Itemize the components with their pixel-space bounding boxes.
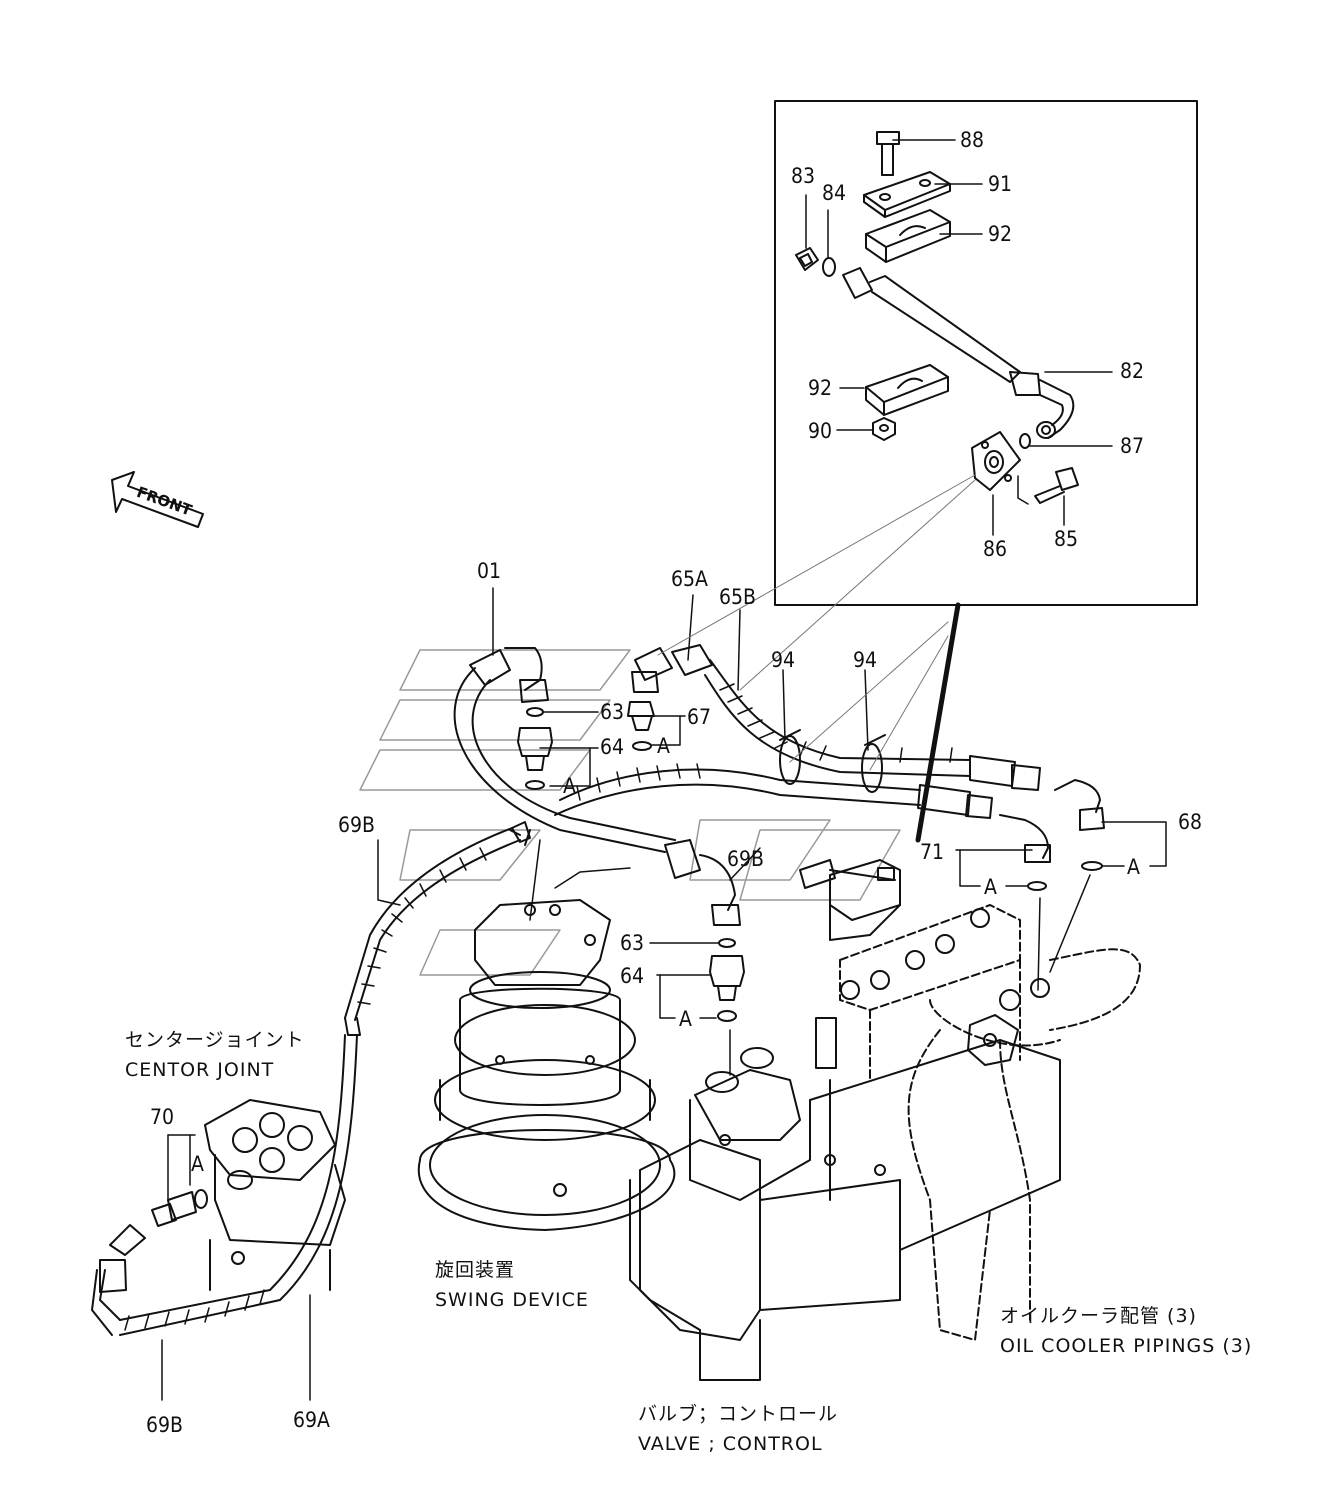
caption-control-valve: バルブ；コントロール VALVE ; CONTROL: [638, 1402, 838, 1456]
caption-center-joint-en: CENTOR JOINT: [125, 1059, 275, 1081]
watermark-outline: [359, 649, 901, 976]
clamp-92-icon: [865, 209, 951, 263]
caption-center-joint-jp: センタージョイント: [125, 1029, 305, 1051]
caption-oil-cooler: オイルクーラ配管 (3) OIL COOLER PIPINGS (3): [1000, 1304, 1252, 1358]
control-valve-icon: [629, 1017, 1061, 1381]
fitting-67-icon: [627, 701, 655, 751]
front-arrow-icon: FRONT: [111, 471, 204, 528]
caption-center-joint: センタージョイント CENTOR JOINT: [125, 1028, 305, 1082]
inset-leaders: [657, 474, 976, 771]
part-label-94-right: 94: [853, 648, 878, 672]
part-label-A-68: A: [1127, 855, 1140, 879]
part-label-91: 91: [988, 172, 1013, 196]
part-label-64-upper: 64: [600, 735, 625, 759]
oring-84-icon: [822, 257, 836, 277]
manifold-ports: [840, 908, 1050, 1066]
part-label-87: 87: [1120, 434, 1145, 458]
part-label-69b-mid: 69B: [727, 847, 764, 871]
part-label-63-upper: 63: [600, 700, 625, 724]
hose-01-icon: [453, 647, 741, 926]
flange-86-icon: [971, 431, 1021, 491]
bolt-88-icon: [876, 131, 900, 176]
nut-90-icon: [872, 417, 896, 441]
caption-swing-device: 旋回装置 SWING DEVICE: [435, 1258, 589, 1312]
part-label-65a: 65A: [671, 567, 708, 591]
part-label-69a: 69A: [293, 1408, 330, 1432]
hose-65a-65b-icon: [631, 644, 1041, 791]
caption-control-valve-jp: バルブ；コントロール: [638, 1403, 839, 1425]
part-label-01: 01: [477, 559, 502, 583]
caption-oil-cooler-en: OIL COOLER PIPINGS (3): [1000, 1335, 1253, 1357]
clamp-92-lower-icon: [865, 364, 949, 416]
oil-cooler-fitting-icon: [799, 859, 901, 941]
hose-69b-left-icon: [344, 821, 531, 1036]
inset-connector-line: [915, 602, 961, 843]
fitting-68-icon: [1054, 779, 1105, 871]
part-label-69b-top: 69B: [338, 813, 375, 837]
part-label-69b-bottom: 69B: [146, 1413, 183, 1437]
part-label-84: 84: [822, 181, 847, 205]
part-label-63-lower: 63: [620, 931, 645, 955]
swing-device-icon: [417, 899, 676, 1231]
part-label-90: 90: [808, 419, 833, 443]
caption-swing-device-en: SWING DEVICE: [435, 1289, 589, 1311]
part-label-A-64-lower: A: [679, 1007, 692, 1031]
part-label-92-lower: 92: [808, 376, 833, 400]
part-label-71: 71: [920, 840, 945, 864]
hose-corrugations: [124, 683, 953, 1331]
fitting-70-icon: [151, 1189, 208, 1227]
oring-87-icon: [1019, 433, 1031, 449]
center-joint-icon: [204, 1099, 346, 1291]
part-label-85: 85: [1054, 527, 1079, 551]
bolt-85-icon: [1034, 467, 1079, 504]
part-label-67: 67: [687, 705, 712, 729]
part-label-65b: 65B: [719, 585, 756, 609]
part-label-83: 83: [791, 164, 816, 188]
fitting-63-64-lower-icon: [709, 938, 745, 1022]
leader-lines: [161, 139, 1167, 1401]
detail-inset-box: [774, 100, 1198, 606]
clamp-94-icon: [779, 729, 886, 793]
part-label-64-lower: 64: [620, 964, 645, 988]
plug-83-icon: [795, 247, 819, 271]
part-label-82: 82: [1120, 359, 1145, 383]
part-label-A-67: A: [657, 734, 670, 758]
part-label-A-70: A: [191, 1152, 204, 1176]
caption-oil-cooler-jp: オイルクーラ配管 (3): [1000, 1305, 1197, 1327]
caption-control-valve-en: VALVE ; CONTROL: [638, 1433, 823, 1455]
pipe-82-icon: [842, 267, 1075, 439]
hose-69a-icon: [91, 1034, 358, 1336]
part-label-94-left: 94: [771, 648, 796, 672]
part-label-A-64-upper: A: [563, 774, 576, 798]
part-label-92: 92: [988, 222, 1013, 246]
caption-swing-device-jp: 旋回装置: [435, 1259, 516, 1281]
fitting-71-icon: [999, 814, 1051, 891]
part-label-A-71: A: [984, 875, 997, 899]
part-label-70: 70: [150, 1105, 175, 1129]
part-label-86: 86: [983, 537, 1008, 561]
plate-91-icon: [863, 171, 951, 218]
hose-69b-upper-icon: [524, 768, 993, 846]
part-label-68: 68: [1178, 810, 1203, 834]
manifold-block-icon: [839, 904, 1141, 1341]
part-label-88: 88: [960, 128, 985, 152]
